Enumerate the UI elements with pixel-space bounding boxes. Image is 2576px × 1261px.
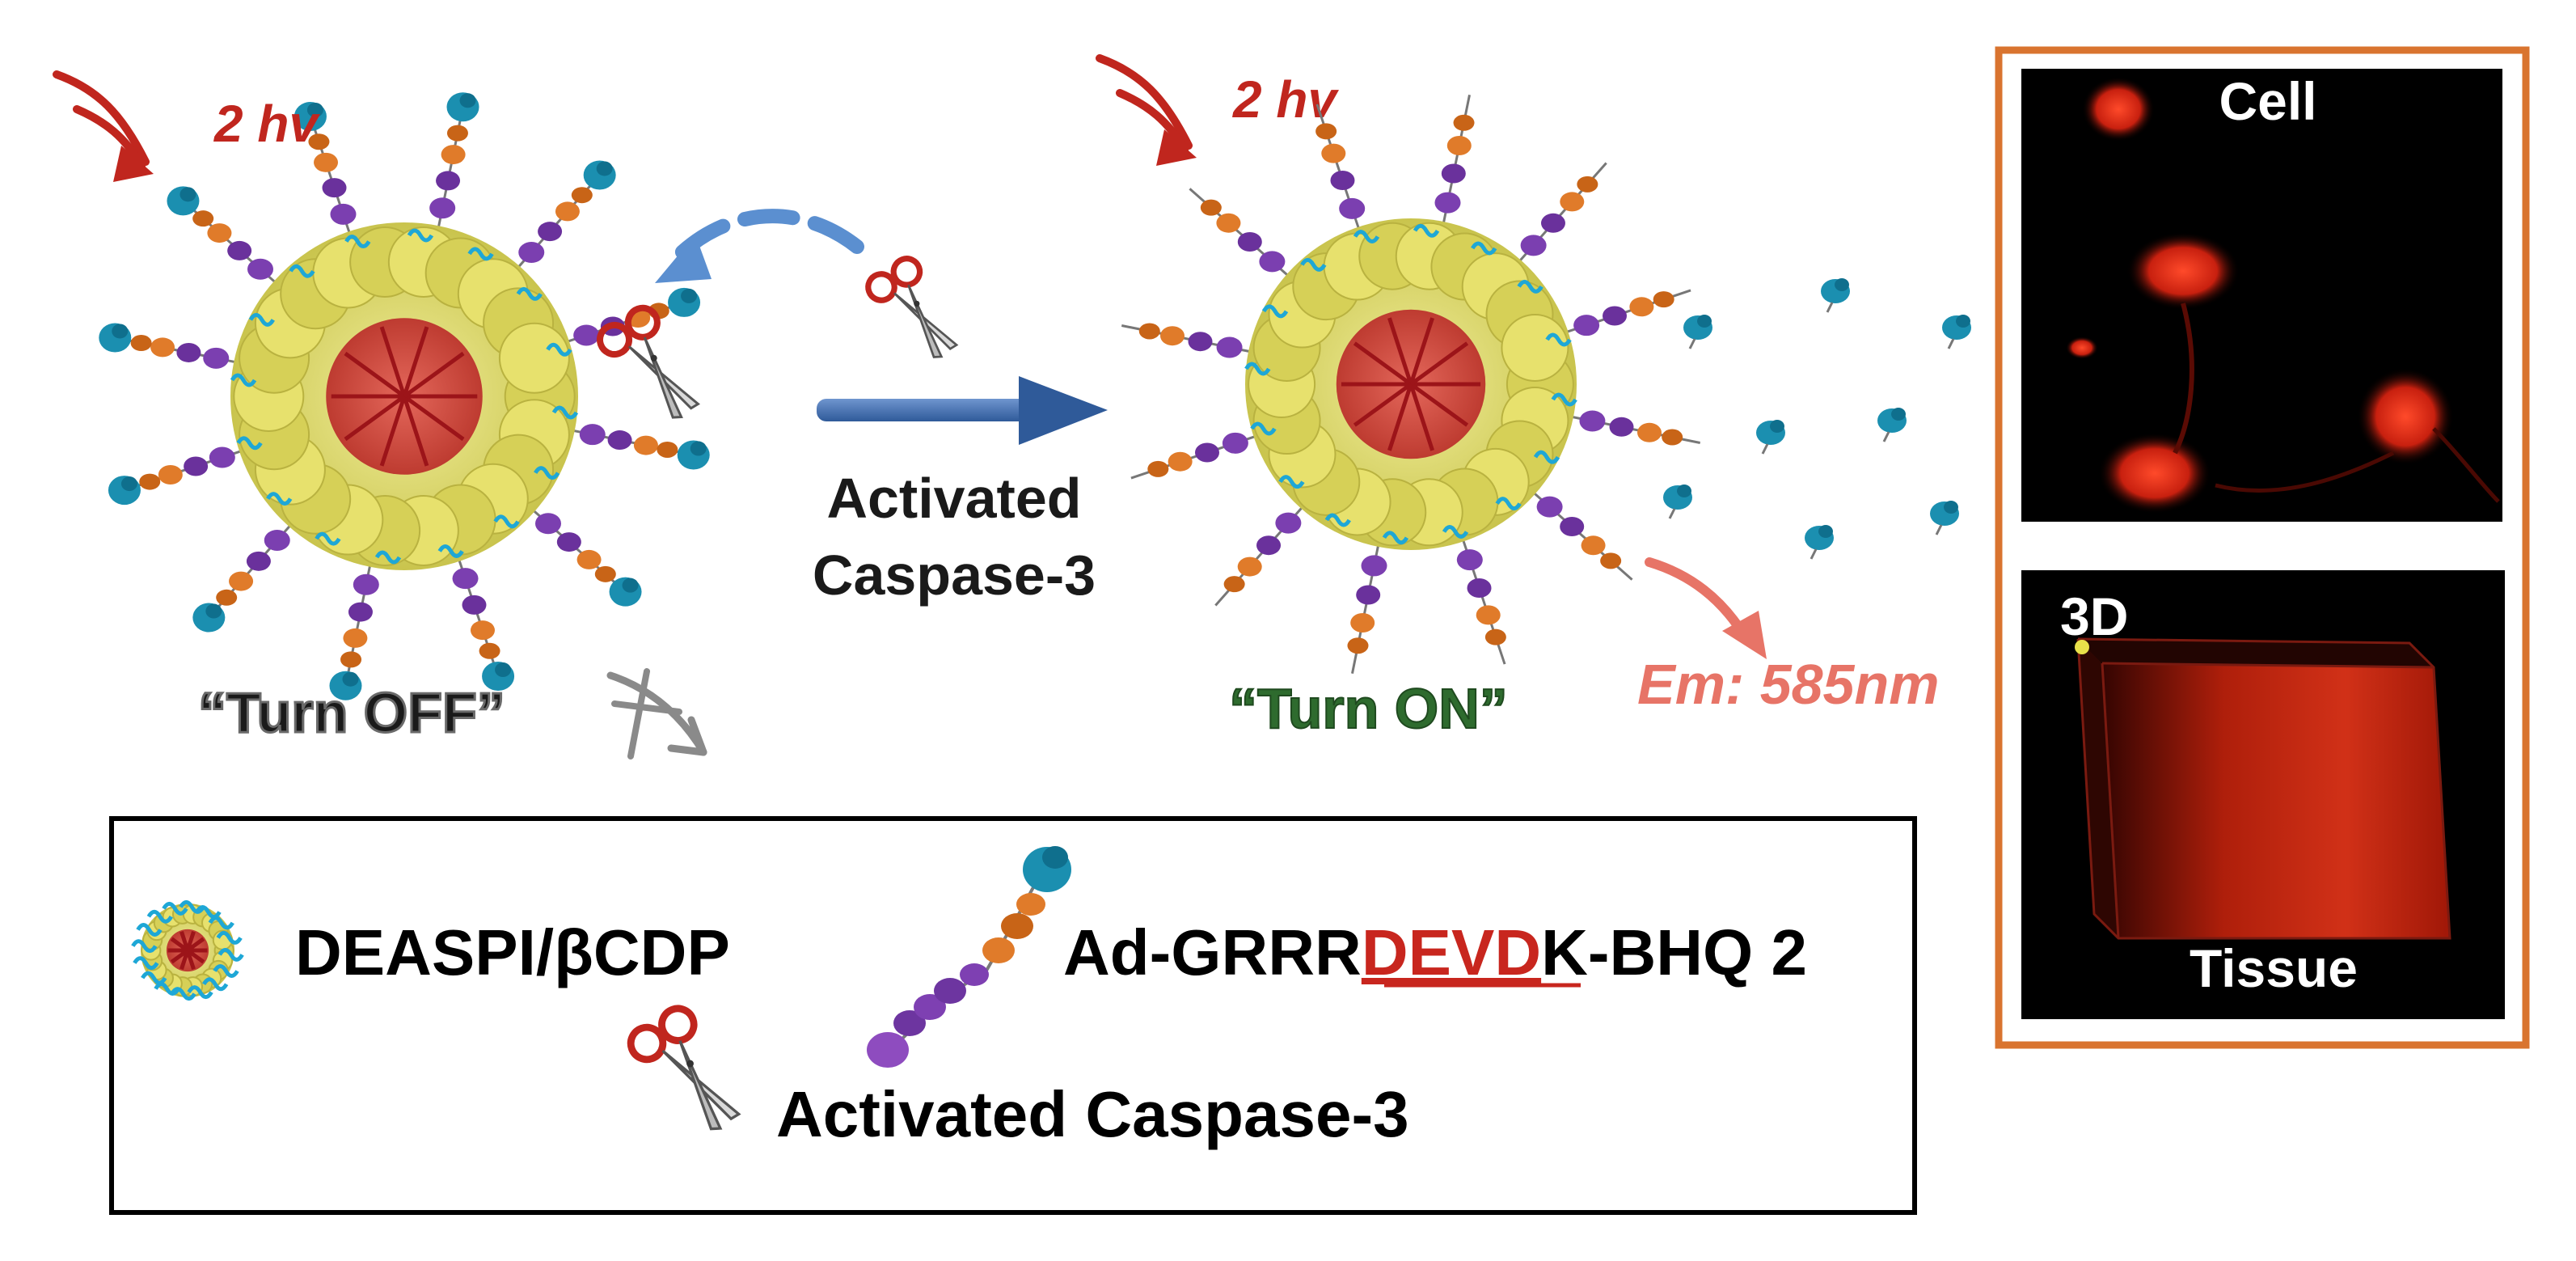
legend-enzyme-label: Activated Caspase-3	[776, 1078, 1409, 1150]
turn-on-label: “Turn ON”	[1229, 677, 1508, 740]
photon-label-left: 2 hv	[213, 95, 320, 153]
scissors-icon	[627, 1005, 741, 1131]
legend-nanoparticle-label: DEASPI/βCDP	[295, 916, 730, 988]
photon-arrow-left	[53, 70, 154, 182]
scissors-icon	[865, 256, 959, 358]
tissue-3d-image	[2021, 570, 2505, 1019]
legend-nanoparticle-icon	[131, 899, 244, 1001]
reaction-label-line2: Caspase-3	[813, 544, 1096, 607]
blocked-emission-icon	[606, 668, 707, 760]
three-d-label: 3D	[2060, 586, 2128, 646]
emission-label: Em: 585nm	[1637, 653, 1939, 716]
nanoparticle-turn-on	[1121, 94, 1701, 675]
cleavage-return-arrow	[655, 209, 864, 283]
nanoparticle-turn-off	[99, 92, 710, 700]
peptide-cleavage-site: DEVD	[1362, 916, 1541, 988]
cell-label: Cell	[2219, 71, 2316, 131]
scissors-icon	[597, 304, 700, 419]
released-quencher-fragments	[1663, 278, 1971, 560]
tissue-label: Tissue	[2190, 938, 2358, 998]
turn-off-label: “Turn OFF”	[198, 681, 505, 744]
legend-peptide-icon	[867, 846, 1071, 1068]
legend-box	[109, 816, 1917, 1215]
imaging-panel-frame	[1995, 46, 2530, 1049]
legend-peptide-label: Ad-GRRRDEVDK-BHQ 2	[1063, 916, 1807, 988]
reaction-label-line1: Activated	[826, 467, 1081, 530]
cell-image	[2021, 69, 2502, 522]
emission-arrow	[1645, 557, 1767, 659]
reaction-arrow	[817, 376, 1108, 445]
photon-arrow-right	[1096, 54, 1197, 166]
